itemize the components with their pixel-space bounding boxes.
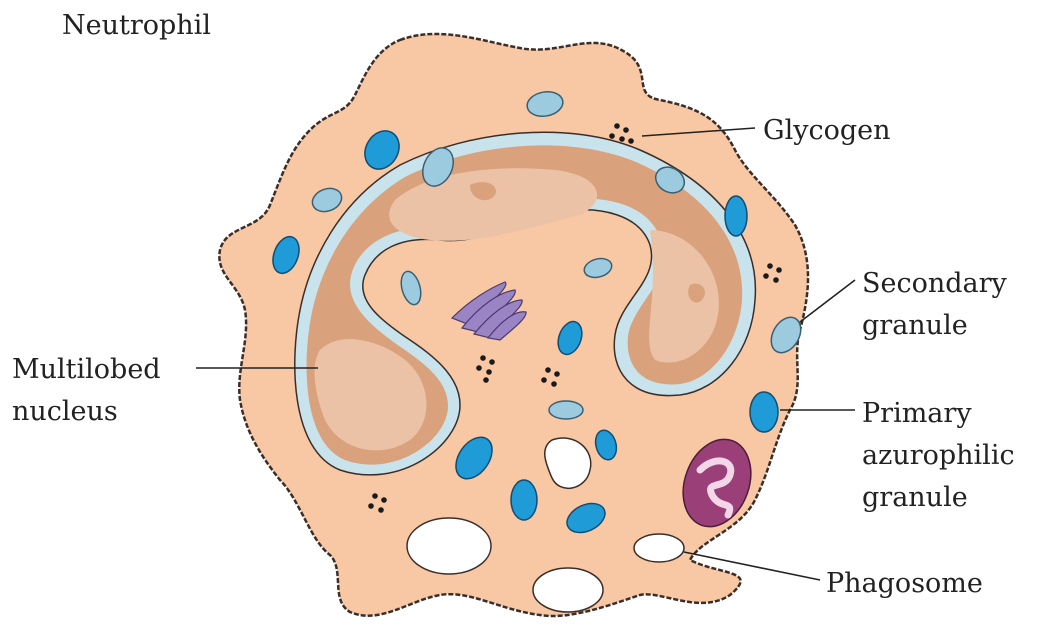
label-secondary-granule-1: Secondary bbox=[862, 268, 1008, 299]
label-nucleus-1: Multilobed bbox=[12, 354, 161, 385]
label-primary-granule-2: azurophilic bbox=[862, 440, 1015, 471]
label-phagosome: Phagosome bbox=[826, 568, 983, 599]
label-secondary-granule-2: granule bbox=[862, 310, 968, 341]
diagram-title: Neutrophil bbox=[62, 10, 211, 41]
label-glycogen: Glycogen bbox=[763, 115, 891, 146]
label-nucleus-2: nucleus bbox=[12, 396, 118, 427]
label-primary-granule-1: Primary bbox=[862, 398, 972, 429]
label-primary-granule-3: granule bbox=[862, 482, 968, 513]
